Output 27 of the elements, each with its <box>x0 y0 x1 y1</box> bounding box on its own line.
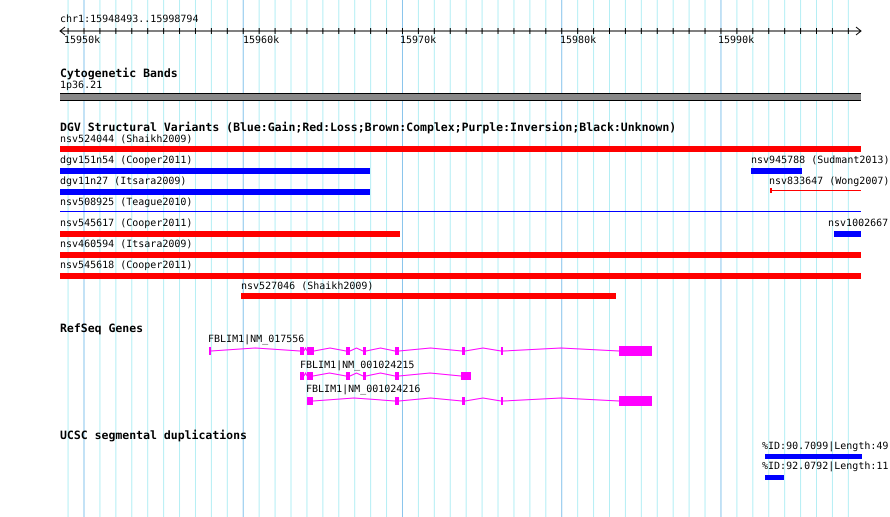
track-heading: UCSC segmental duplications <box>60 429 247 441</box>
feature-label: nsv527046 (Shaikh2009) <box>241 281 374 293</box>
feature-label: nsv545617 (Cooper2011) <box>60 218 192 230</box>
track-heading: DGV Structural Variants (Blue:Gain;Red:Loss;Brown:Complex;Purple:Inversion;Black:Unknown) <box>60 121 676 133</box>
feature-label: 1p36.21 <box>60 80 102 92</box>
feature-label: nsv545618 (Cooper2011) <box>60 260 192 272</box>
feature-label: nsv945788 (Sudmant2013) <box>751 155 890 167</box>
feature-label: nsv460594 (Itsara2009) <box>60 239 192 251</box>
feature-label: FBLIM1|NM_001024216 <box>306 384 420 396</box>
feature-label: FBLIM1|NM_017556 <box>208 334 304 346</box>
feature-label: nsv508925 (Teague2010) <box>60 197 192 209</box>
feature-label: %ID:92.0792|Length:11 <box>762 461 888 473</box>
feature-label: %ID:90.7099|Length:49 <box>762 441 888 453</box>
track-heading: Cytogenetic Bands <box>60 67 178 79</box>
tick-label: 15960k <box>243 35 280 47</box>
feature-label: nsv524044 (Shaikh2009) <box>60 134 192 146</box>
feature-label: FBLIM1|NM_001024215 <box>300 360 414 372</box>
feature-label: dgv11n27 (Itsara2009) <box>60 176 186 188</box>
tick-label: 15980k <box>560 35 596 47</box>
position-label: chr1:15948493..15998794 <box>60 14 198 26</box>
feature-label: nsv1002667 <box>828 218 888 230</box>
feature-label: nsv833647 (Wong2007) <box>769 176 890 188</box>
tick-label: 15970k <box>400 35 436 47</box>
track-heading: RefSeq Genes <box>60 322 144 334</box>
tick-label: 15990k <box>718 35 754 47</box>
feature-label: dgv151n54 (Cooper2011) <box>60 155 192 167</box>
tick-label: 15950k <box>64 35 100 47</box>
